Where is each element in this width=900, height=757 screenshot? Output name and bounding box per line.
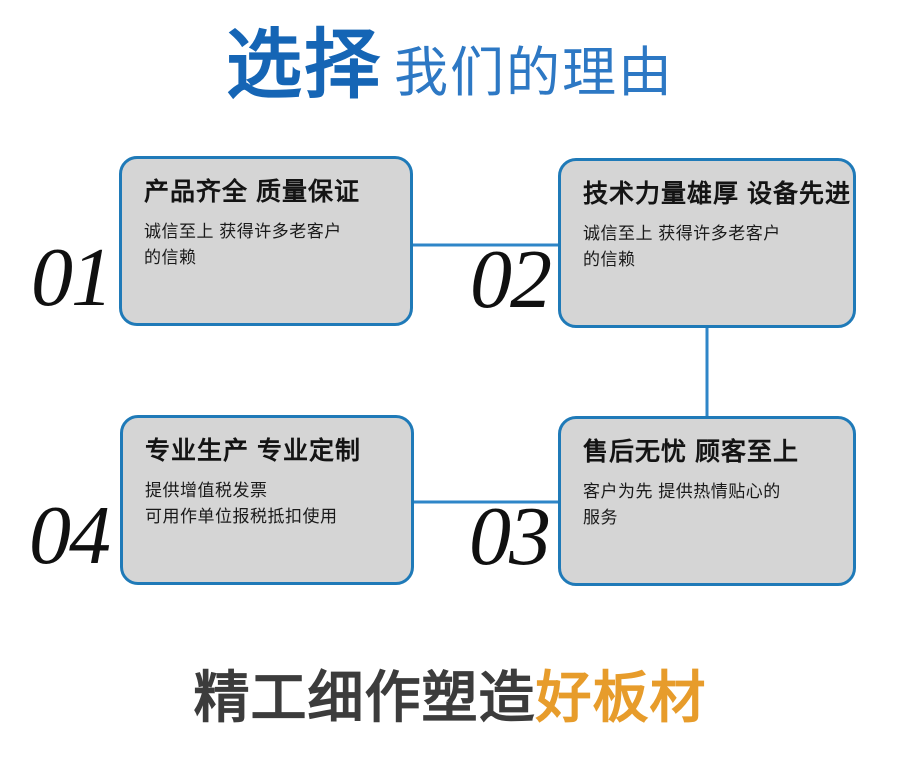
card-body-line: 提供增值税发票 [145,481,268,500]
feature-card-02[interactable]: 技术力量雄厚 设备先进 诚信至上 获得许多老客户 的信赖 [558,158,856,328]
card-body-04: 提供增值税发票 可用作单位报税抵扣使用 [145,478,389,529]
card-body-03: 客户为先 提供热情贴心的 服务 [583,479,831,530]
card-body-line: 可用作单位报税抵扣使用 [145,506,338,526]
card-body-line: 的信赖 [583,249,636,269]
feature-card-04[interactable]: 专业生产 专业定制 提供增值税发票 可用作单位报税抵扣使用 [120,415,414,585]
card-title-04: 专业生产 专业定制 [145,437,361,465]
card-body-line: 的信赖 [144,247,197,267]
card-body-01: 诚信至上 获得许多老客户 的信赖 [144,219,388,270]
footer-tagline-primary: 精工细作塑造 [193,666,536,729]
card-index-03: 03 [469,490,551,583]
card-body-line: 服务 [583,507,618,527]
card-index-04: 04 [29,489,111,582]
card-title-01: 产品齐全 质量保证 [144,178,360,206]
card-body-line: 客户为先 提供热情贴心的 [583,482,781,501]
feature-card-03[interactable]: 售后无忧 顾客至上 客户为先 提供热情贴心的 服务 [558,416,856,586]
card-index-01: 01 [31,231,113,324]
page-title: 选择我们的理由 [0,28,900,104]
card-index-02: 02 [470,233,552,326]
page-title-emphasis: 选择 [226,23,382,108]
card-body-line: 诚信至上 获得许多老客户 [144,222,342,241]
footer-tagline-accent: 好板材 [535,666,707,729]
card-title-02: 技术力量雄厚 设备先进 [583,180,851,208]
page-title-subtext: 我们的理由 [394,43,674,103]
card-body-line: 诚信至上 获得许多老客户 [583,224,781,243]
feature-card-01[interactable]: 产品齐全 质量保证 诚信至上 获得许多老客户 的信赖 [119,156,413,326]
card-body-02: 诚信至上 获得许多老客户 的信赖 [583,221,831,272]
footer-tagline: 精工细作塑造好板材 [0,670,900,726]
card-title-03: 售后无忧 顾客至上 [583,438,799,466]
